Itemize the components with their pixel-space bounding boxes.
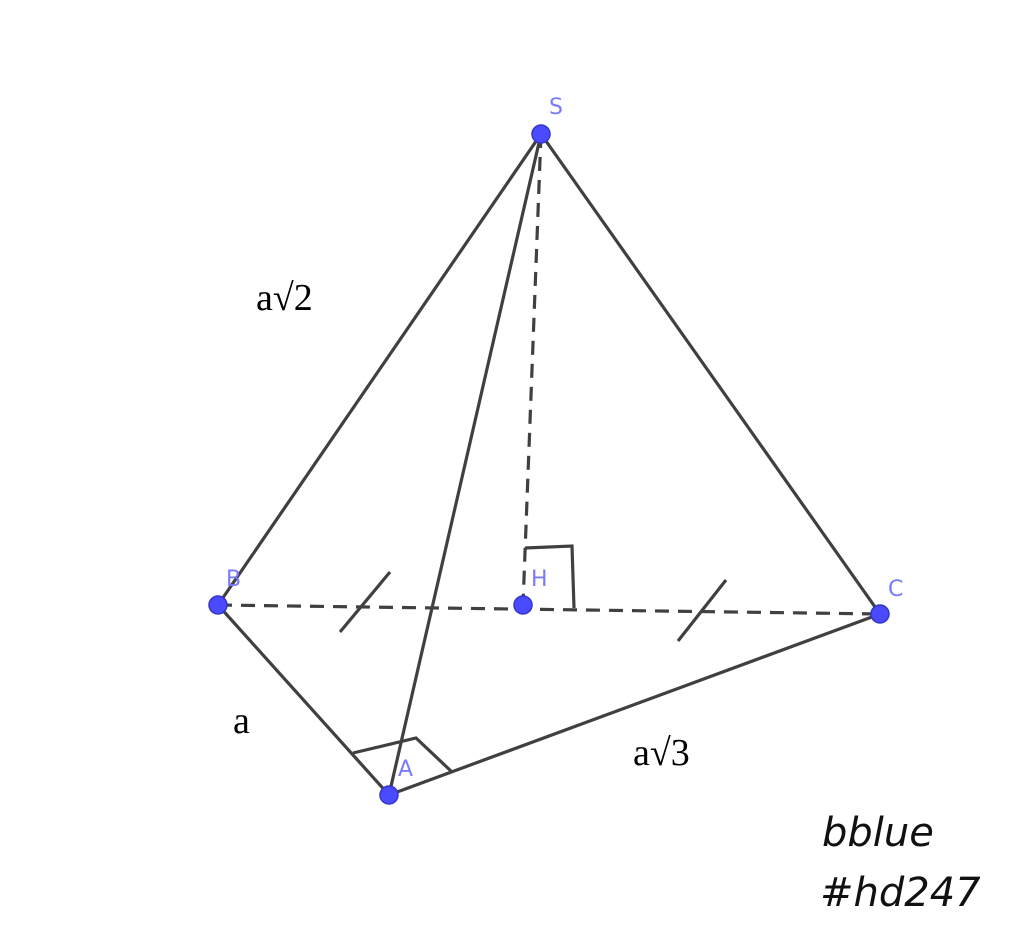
vertex-c xyxy=(870,604,890,624)
vertex-label-s: S xyxy=(549,95,563,120)
edge-ab xyxy=(216,603,391,797)
tick-mark-bh xyxy=(338,570,392,634)
edge-bc-dashed xyxy=(217,603,881,616)
edge-sb xyxy=(216,132,543,607)
length-label-ac: a√3 xyxy=(633,732,690,774)
length-label-sb: a√2 xyxy=(256,277,313,319)
vertex-label-c: C xyxy=(888,577,903,602)
vertex-b xyxy=(208,595,228,615)
length-label-ab: a xyxy=(233,700,250,742)
edge-ac xyxy=(387,612,882,797)
vertex-s xyxy=(531,124,551,144)
right-angle-mark-a xyxy=(352,736,454,774)
vertex-label-a: A xyxy=(398,757,413,782)
edge-sc xyxy=(539,132,882,616)
signature-line-2: #hd247 xyxy=(820,870,981,916)
edge-sa xyxy=(387,132,543,797)
tick-mark-hc xyxy=(676,579,728,642)
vertex-label-h: H xyxy=(531,567,548,592)
signature-line-1: bblue xyxy=(822,810,934,856)
vertex-h xyxy=(513,595,533,615)
vertex-a xyxy=(379,785,399,805)
right-angle-mark-h xyxy=(524,544,576,609)
height-sh-dashed xyxy=(521,133,543,606)
vertex-label-b: B xyxy=(226,567,241,592)
